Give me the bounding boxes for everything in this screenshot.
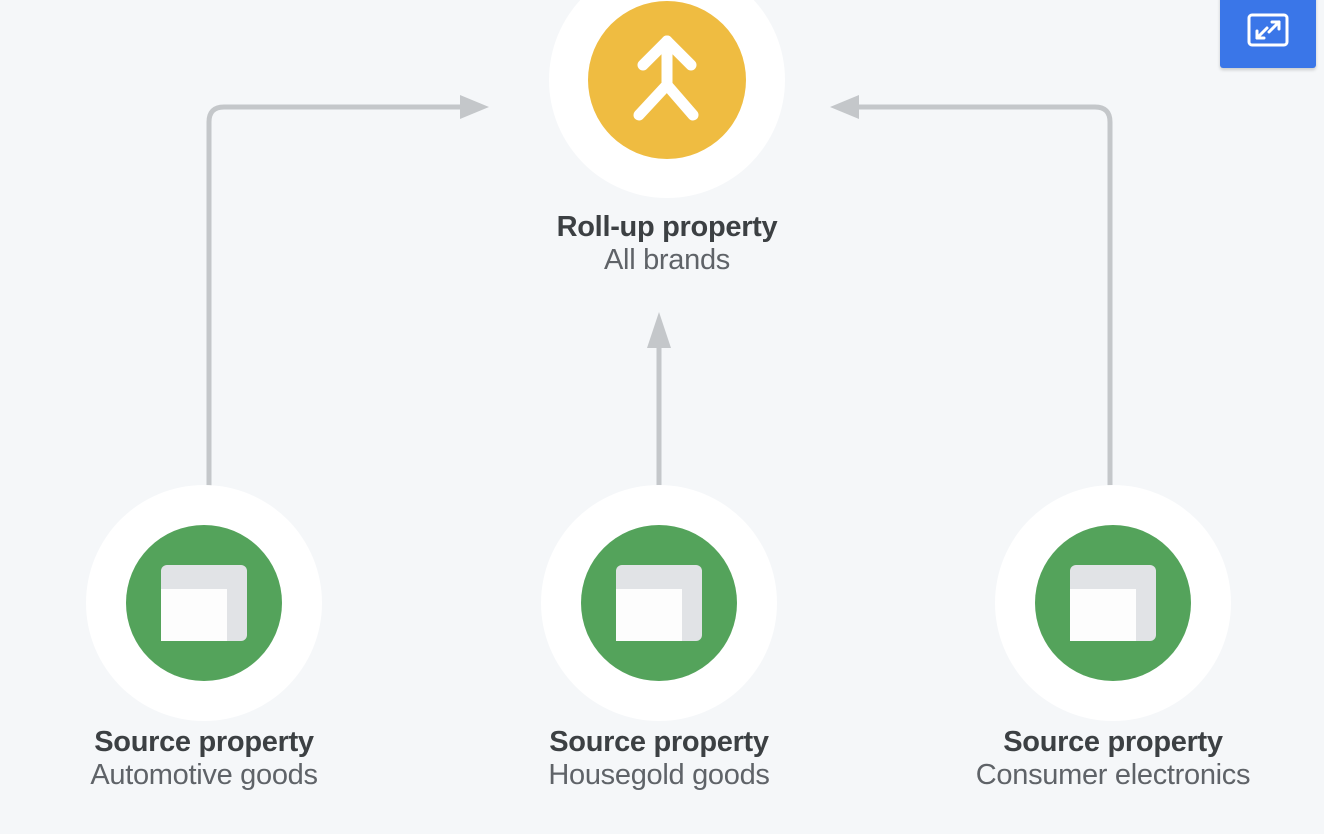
source-title: Source property (1003, 726, 1223, 758)
connector-source-1 (206, 104, 462, 497)
fullscreen-button[interactable] (1220, 0, 1316, 68)
web-page-icon (161, 565, 247, 641)
node-source-property-2[interactable]: Source property Housegold goods (449, 485, 869, 791)
node-source-property-3[interactable]: Source property Consumer electronics (903, 485, 1323, 791)
source-subtitle: Consumer electronics (975, 759, 1251, 792)
source-labels: Source property Consumer electronics (975, 726, 1251, 792)
rollup-icon-halo (549, 0, 785, 198)
node-rollup-property[interactable]: Roll-up property All brands (362, 0, 972, 276)
source-labels: Source property Automotive goods (90, 726, 318, 792)
source-icon-halo (86, 485, 322, 721)
source-icon-halo (541, 485, 777, 721)
arrowhead-source-3 (830, 95, 859, 119)
rollup-title: Roll-up property (556, 211, 778, 243)
rollup-subtitle: All brands (604, 244, 730, 277)
fullscreen-expand-icon (1247, 13, 1289, 47)
rollup-labels: Roll-up property All brands (557, 212, 778, 276)
rollup-icon-circle (588, 1, 746, 159)
node-source-property-1[interactable]: Source property Automotive goods (0, 485, 414, 791)
arrowhead-source-2 (647, 312, 671, 348)
connector-source-3 (857, 104, 1113, 497)
web-page-icon (616, 565, 702, 641)
source-title: Source property (549, 726, 769, 758)
source-subtitle: Automotive goods (90, 759, 318, 792)
arrowhead-source-1 (460, 95, 489, 119)
web-page-icon (1070, 565, 1156, 641)
source-icon-circle (581, 525, 737, 681)
source-icon-circle (1035, 525, 1191, 681)
source-labels: Source property Housegold goods (548, 726, 770, 792)
merge-arrow-icon (633, 35, 699, 121)
source-subtitle: Housegold goods (548, 759, 770, 792)
source-icon-halo (995, 485, 1231, 721)
source-icon-circle (126, 525, 282, 681)
source-title: Source property (94, 726, 314, 758)
